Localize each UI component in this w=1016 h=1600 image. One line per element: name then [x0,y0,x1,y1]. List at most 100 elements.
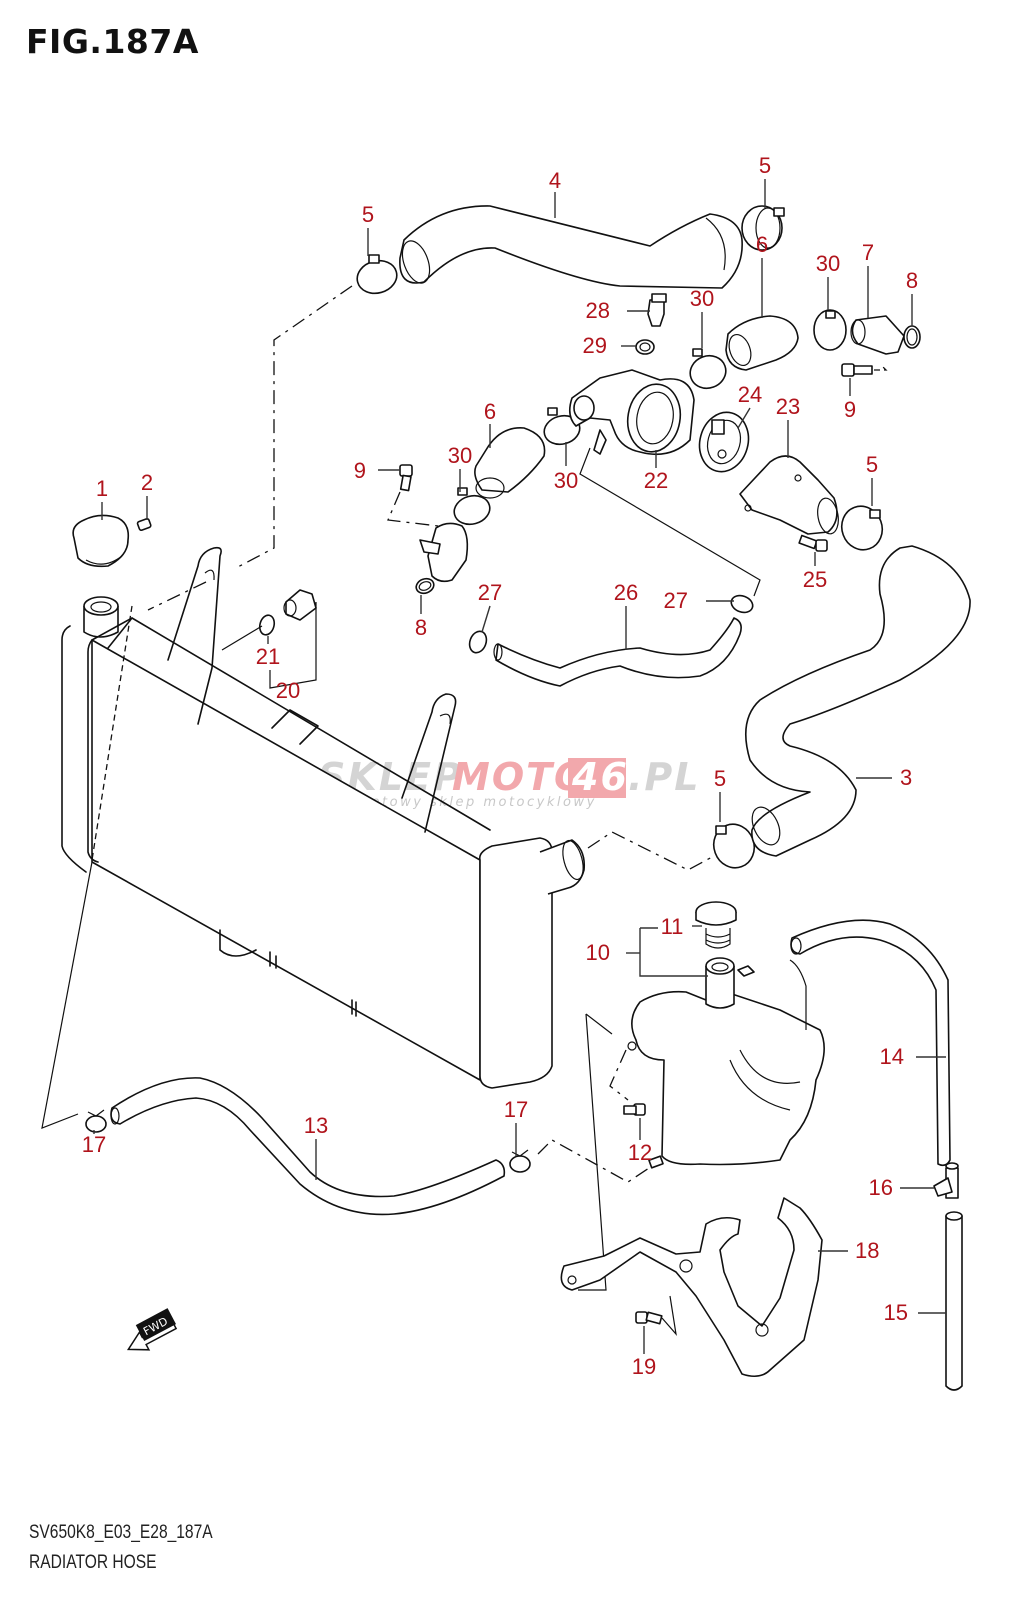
callout-thermostat-case: 22 [644,450,668,493]
clamp-17b [509,1149,531,1173]
figure-code: SV650K8_E03_E28_187A [29,1522,213,1543]
watermark-part4: .PL [628,755,701,799]
watermark-tagline: internetowy sklep motocyklowy [318,795,597,810]
callout-number: 27 [664,588,688,613]
fwd-direction-marker: FWD [126,1308,178,1351]
callout-bolt: 19 [632,1326,656,1379]
connector-line-10 [578,1013,613,1291]
reservoir-outlet [648,1155,664,1169]
clamp-30d [453,487,491,526]
reservoir-cap [695,901,737,949]
joint-16 [933,1162,959,1199]
callout-joint: 16 [869,1175,934,1200]
bolt-12 [623,1103,646,1116]
callout-number: 18 [855,1238,879,1263]
temp-sensor-28 [647,293,667,327]
connector-line-13 [537,1139,653,1183]
callout-number: 30 [690,286,714,311]
fwd-label-box [135,1308,177,1341]
callout-upper-radiator-hose: 4 [549,168,561,218]
callout-hose-clamp: 5 [714,766,726,822]
callout-union: 7 [862,240,874,318]
gasket-29 [635,339,655,355]
callout-bracket [639,927,708,977]
callout-number: 24 [738,382,762,407]
hose-6b [725,315,799,371]
callout-leader-line [737,407,751,429]
callout-number: 30 [816,251,840,276]
callout-gasket: 29 [583,333,636,358]
hose-clamp-5a [356,254,398,295]
callout-hose: 14 [880,1044,946,1069]
union-7 [850,315,905,355]
callout-o-ring: 8 [415,595,427,640]
callout-clamp: 30 [690,286,714,348]
callout-number: 17 [82,1132,106,1157]
upper-radiator-hose [399,205,743,289]
callout-number: 5 [866,452,878,477]
hose-6a [474,427,546,499]
callout-number: 30 [448,443,472,468]
callout-thermostat-cover: 23 [776,394,800,458]
hose-14 [790,919,951,1167]
clamp-17a [85,1109,107,1133]
o-ring-21 [258,614,276,636]
callout-hose: 6 [484,399,496,448]
callout-number: 22 [644,468,668,493]
clamp-27a [468,630,488,654]
clamp-27b [730,594,754,614]
callout-number: 16 [869,1175,893,1200]
clamp-30c [543,407,581,446]
callout-number: 11 [661,914,684,939]
callout-clamp: 27 [478,580,502,633]
callout-number: 5 [362,202,374,227]
callout-hose-clamp: 5 [759,153,771,208]
bracket-18 [560,1197,823,1378]
callout-number: 2 [141,470,153,495]
callout-fan-switch: 20 [276,678,300,703]
callout-number: 6 [484,399,496,424]
callout-number: 30 [554,468,578,493]
callout-bracket: 18 [818,1238,879,1263]
callout-clamp: 17 [82,1130,106,1157]
callout-hose-clamp: 5 [362,202,374,256]
callout-number: 4 [549,168,561,193]
hose-clamp-5c [840,505,884,551]
callout-number: 9 [354,458,366,483]
clamp-30b [813,309,847,351]
bolt-9b [387,464,439,527]
hose-26 [493,617,742,687]
screw-2 [136,517,152,531]
callout-number: 14 [880,1044,904,1069]
callout-number: 28 [586,298,610,323]
callout-number: 5 [759,153,771,178]
callout-leader-line [481,605,491,633]
connector-line-4 [147,285,353,611]
hose-fitting [419,522,469,583]
callout-thermostat: 24 [737,382,762,429]
thermostat-cover-23 [739,455,839,535]
connector-line-3 [587,831,715,871]
callout-number: 5 [714,766,726,791]
callout-o-ring: 8 [906,268,918,326]
callout-clamp: 17 [504,1097,528,1156]
clamp-30a [689,348,727,390]
callout-number: 3 [900,765,912,790]
callout-bolt: 9 [844,378,856,422]
callout-number: 6 [756,232,768,257]
watermark: SKLEP MOTO 46 .PL internetowy sklep moto… [318,755,701,810]
callout-number: 25 [803,567,827,592]
callout-hose: 26 [614,580,638,650]
lower-radiator-hose [744,545,971,857]
callout-number: 10 [586,940,610,965]
callout-clamp: 27 [664,588,734,613]
o-ring-8b [415,577,435,595]
hose-clamp-5d [712,823,756,869]
callout-bolt: 9 [354,458,400,483]
callout-hose: 15 [884,1300,946,1325]
callout-number: 13 [304,1113,328,1138]
connector-line-26 [579,447,761,597]
callout-temp-sensor: 28 [586,298,650,323]
bolt-19 [635,1295,677,1336]
